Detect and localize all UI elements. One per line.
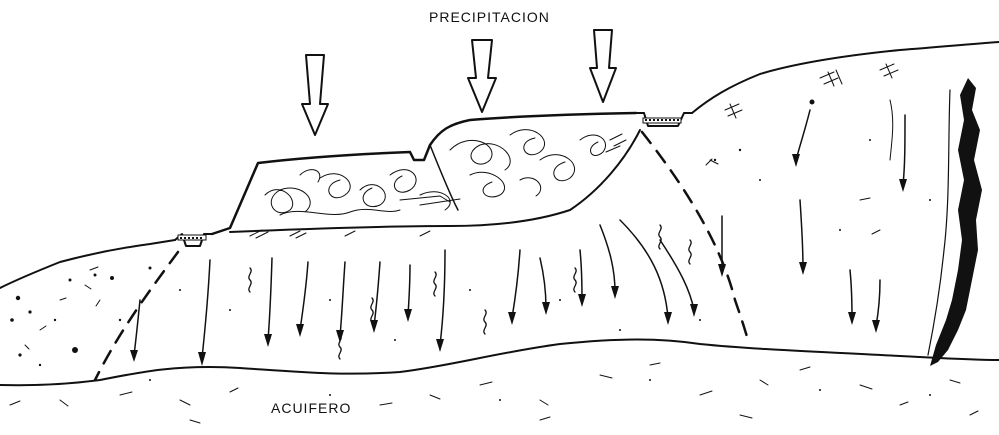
waste-fill-right: [420, 130, 606, 210]
waste-arrow-marks: [400, 196, 460, 205]
landfill-bottom-boundary: [230, 130, 640, 232]
plume-boundary-left: [95, 252, 178, 380]
aquifer-texture: [10, 363, 978, 423]
infiltration-arrows: [130, 110, 907, 366]
waste-fill-left: [265, 170, 416, 215]
aquifer-boundary: [0, 340, 999, 386]
left-ground-line: [0, 240, 175, 288]
terrain-outline: [0, 42, 999, 288]
rain-arrow-left-icon: [302, 55, 328, 135]
aquifer-label: ACUIFERO: [271, 400, 351, 416]
landfill-top-surface: [212, 113, 636, 234]
right-hill-surface: [692, 42, 999, 113]
fracture-vein: [930, 78, 982, 366]
landfill-cells: [230, 130, 640, 238]
fracture-shadow-line: [928, 90, 950, 355]
hill-markings: [25, 64, 898, 349]
precipitation-arrows: [302, 30, 616, 135]
rain-arrow-center-icon: [468, 40, 496, 112]
soil-texture-dots: [10, 100, 931, 402]
interface-hatching: [250, 134, 626, 238]
rain-arrow-right-icon: [590, 30, 616, 102]
precipitation-label: PRECIPITACION: [429, 9, 550, 25]
